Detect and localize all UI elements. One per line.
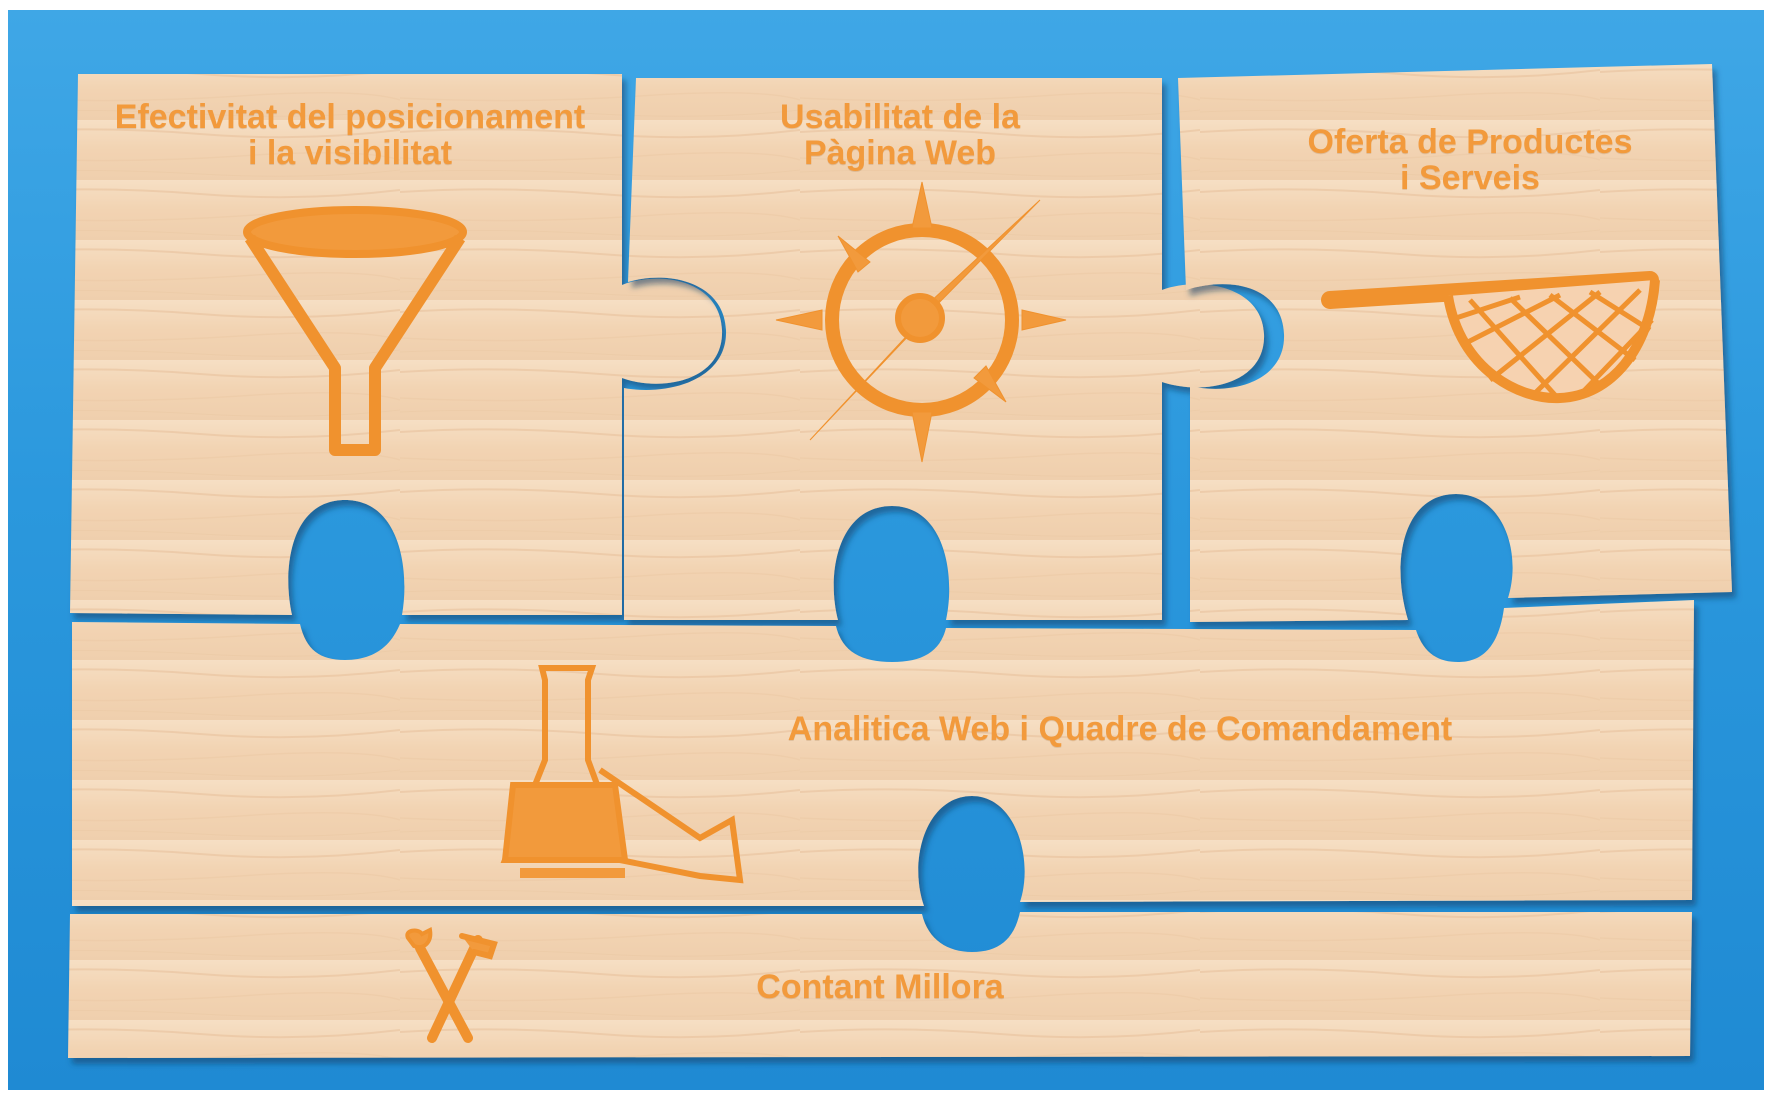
landing-net-icon [1321, 271, 1660, 404]
puzzle-piece-usability [624, 78, 1265, 620]
label-improvement: Contant Millora [756, 968, 1004, 1006]
label-positioning: Efectivitat del posicionament i la visib… [114, 98, 586, 172]
tools-icon [405, 926, 498, 1043]
funnel-icon [243, 206, 467, 456]
label-offer: Oferta de Productes i Serveis [1307, 123, 1633, 197]
label-analytics: Analitica Web i Quadre de Comandament [787, 710, 1453, 748]
puzzle-piece-analytics [72, 600, 1694, 906]
label-usability: Usabilitat de la Pàgina Web [780, 98, 1020, 172]
flask-icon [500, 665, 744, 884]
puzzle-piece-offer [1178, 64, 1732, 622]
compass-icon [775, 181, 1067, 463]
